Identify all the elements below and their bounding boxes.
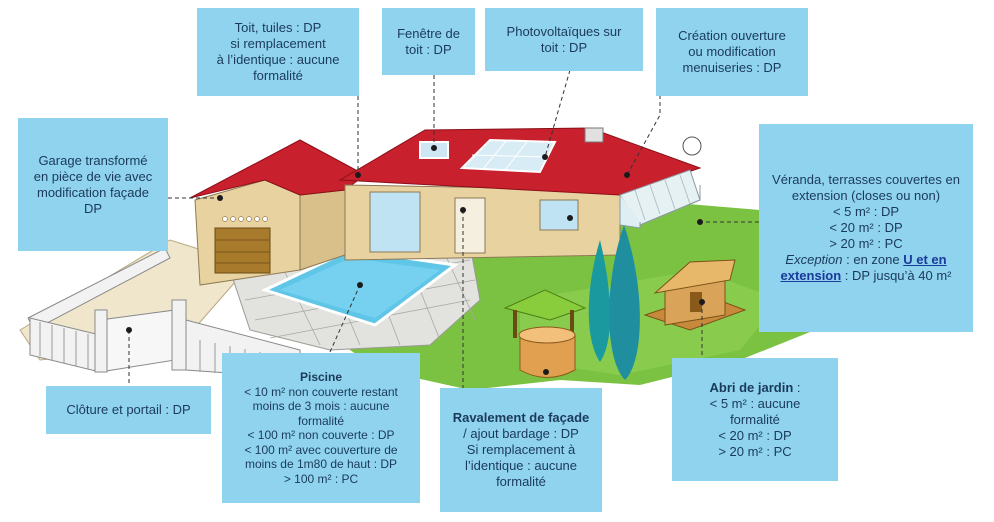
label-toit-line-4: formalité (253, 68, 303, 83)
label-creation-line-3: menuiseries : DP (682, 60, 782, 75)
label-toit-line-3: à l’identique : aucune (216, 52, 340, 67)
label-piscine: Piscine < 10 m² non couverte restant moi… (222, 353, 420, 503)
label-ravalement-line-4: formalité (496, 474, 546, 489)
label-photovoltaique-line-2: toit : DP (540, 39, 588, 55)
label-piscine-title: Piscine (299, 370, 343, 384)
label-toit: Toit, tuiles : DP si remplacement à l’id… (197, 8, 359, 96)
label-veranda-exception: Exception : en zone U et en (785, 252, 946, 268)
label-ravalement-line-3: l’identique : aucune (464, 458, 578, 473)
label-fenetre-line-1: Fenêtre de (397, 25, 460, 41)
label-abri: Abri de jardin : < 5 m² : aucune formali… (672, 358, 838, 481)
label-veranda-line-1: Véranda, terrasses couvertes en (772, 172, 960, 187)
label-abri-line-1: < 5 m² : aucune (709, 395, 801, 411)
exception-mid: : en zone (842, 252, 904, 267)
label-toit-line-2: si remplacement (230, 36, 326, 51)
label-garage-line-1: Garage transformé (38, 152, 148, 168)
shed-roof (653, 259, 736, 294)
label-veranda-exception-2: extension : DP jusqu’à 40 m² (781, 268, 952, 284)
label-fenetre-line-2: toit : DP (405, 41, 452, 57)
label-creation-line-1: Création ouverture (678, 28, 786, 43)
label-creation: Création ouverture ou modification menui… (656, 8, 808, 96)
label-photovoltaique: Photovoltaïques sur toit : DP (485, 8, 643, 71)
exception-end: : DP jusqu’à 40 m² (841, 268, 952, 283)
label-garage-line-2: en pièce de vie avec (33, 168, 153, 184)
label-abri-line-4: > 20 m² : PC (718, 443, 792, 459)
label-piscine-line-3: formalité (297, 413, 344, 428)
label-piscine-line-5: < 100 m² avec couverture de (244, 442, 398, 457)
label-cloture-line-1: Clôture et portail : DP (66, 402, 191, 417)
label-fenetre: Fenêtre de toit : DP (382, 8, 475, 75)
label-garage: Garage transformé en pièce de vie avec m… (18, 118, 168, 251)
label-piscine-line-7: > 100 m² : PC (283, 471, 359, 486)
label-abri-title-suffix: : (793, 379, 801, 395)
label-ravalement-line-2: Si remplacement à (466, 442, 576, 457)
label-ravalement-title: Ravalement de façade (452, 410, 590, 425)
label-abri-line-2: formalité (730, 411, 780, 427)
label-garage-line-3: modification façade (36, 184, 149, 200)
label-abri-title: Abri de jardin (709, 379, 794, 395)
tree-left (588, 240, 611, 362)
label-toit-line-1: Toit, tuiles : DP (234, 20, 322, 35)
label-photovoltaique-line-1: Photovoltaïques sur (506, 23, 622, 39)
label-veranda-line-3: < 5 m² : DP (832, 204, 900, 219)
label-veranda: Véranda, terrasses couvertes en extensio… (759, 124, 973, 332)
leader-lines (128, 69, 759, 388)
label-ravalement-line-1: / ajout bardage : DP (463, 426, 579, 441)
leader-dots (126, 145, 705, 375)
label-ravalement: Ravalement de façade / ajout bardage : D… (440, 388, 602, 512)
exception-word: Exception (785, 252, 843, 267)
garage-door (214, 227, 271, 274)
label-veranda-line-4: < 20 m² : DP (829, 220, 903, 235)
well-roof (503, 289, 587, 321)
label-garage-line-4: DP (83, 200, 103, 216)
label-cloture: Clôture et portail : DP (46, 386, 211, 434)
chimney (584, 127, 604, 143)
tree-right (609, 225, 640, 380)
exception-ext: extension (780, 268, 842, 283)
well (519, 334, 576, 378)
label-veranda-line-2: extension (closes ou non) (791, 188, 941, 203)
label-piscine-line-2: moins de 3 mois : aucune (252, 399, 390, 413)
exception-zone: U et en (903, 252, 947, 267)
label-piscine-line-1: < 10 m² non couverte restant (244, 384, 398, 399)
label-creation-line-2: ou modification (688, 44, 776, 59)
label-piscine-line-4: < 100 m² non couverte : DP (247, 428, 395, 442)
label-veranda-line-5: > 20 m² : PC (829, 236, 903, 251)
label-abri-title-line: Abri de jardin : (709, 380, 800, 396)
label-abri-line-3: < 20 m² : DP (718, 427, 792, 443)
label-piscine-line-6: moins de 1m80 de haut : DP (244, 457, 398, 471)
satellite-dish (682, 136, 702, 156)
